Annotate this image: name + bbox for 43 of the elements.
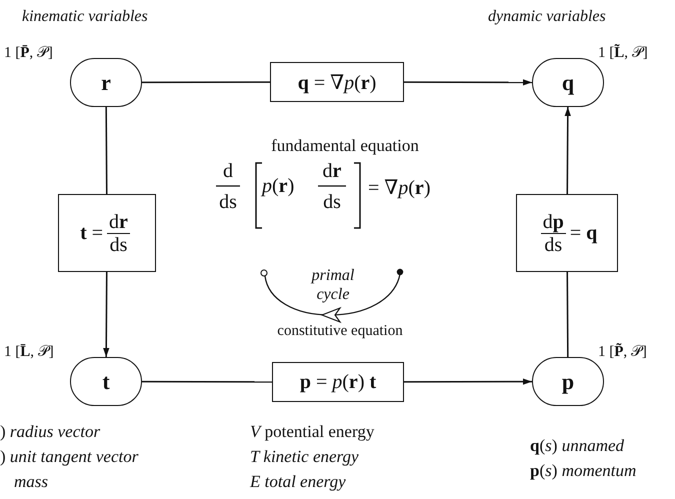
numerator: dp bbox=[540, 210, 566, 234]
denominator: ds bbox=[323, 191, 341, 214]
numerator: dr bbox=[322, 160, 342, 183]
variable-symbol: r bbox=[101, 70, 111, 96]
denominator: ds bbox=[110, 234, 128, 256]
equation-box bbox=[270, 62, 404, 102]
equation-text: q = ∇p(r) bbox=[298, 70, 376, 94]
legend-text: V potential energy bbox=[250, 422, 374, 442]
numerator: d bbox=[223, 160, 233, 183]
heading: dynamic variables bbox=[488, 8, 606, 26]
legend-text: ) radius vector bbox=[0, 422, 100, 442]
equation-caption: fundamental equation bbox=[271, 136, 419, 156]
connector-arrow bbox=[103, 272, 110, 357]
connector-arrow bbox=[404, 79, 532, 86]
legend-text: mass bbox=[14, 472, 48, 492]
equation-text: p(r) bbox=[262, 175, 294, 198]
variable-symbol: q bbox=[562, 70, 574, 96]
heading: kinematic variables bbox=[22, 8, 148, 26]
equation-text: p = p(r) t bbox=[300, 370, 376, 394]
legend-text: ) unit tangent vector bbox=[0, 447, 138, 467]
space-annotation: 1 [L̄, 𝒫] bbox=[4, 343, 54, 361]
denominator: ds bbox=[219, 191, 237, 214]
connector-arrow bbox=[404, 378, 532, 385]
variable-symbol: p bbox=[562, 368, 574, 394]
variable-symbol: t bbox=[102, 368, 110, 394]
denominator: ds bbox=[544, 234, 562, 256]
space-annotation: 1 [L̃, 𝒫] bbox=[598, 44, 648, 62]
equation-box bbox=[272, 362, 404, 402]
legend-text: T kinetic energy bbox=[250, 447, 359, 467]
space-annotation: 1 [P̃, 𝒫] bbox=[598, 343, 647, 361]
equation-text: = ∇p(r) bbox=[368, 176, 430, 200]
legend-text: E total energy bbox=[250, 472, 346, 492]
equation-caption: constitutive equation bbox=[277, 323, 403, 340]
numerator: dr bbox=[107, 210, 130, 234]
equation-box bbox=[58, 194, 156, 272]
equation-text: t = bbox=[80, 222, 104, 244]
equation-text: = q bbox=[570, 222, 598, 244]
equation-box bbox=[516, 194, 618, 272]
connector-arrow bbox=[564, 107, 571, 194]
space-annotation: 1 [P̄, 𝒫] bbox=[4, 44, 53, 62]
legend-text: p(s) momentum bbox=[530, 461, 636, 481]
cycle-label: primal cycle bbox=[310, 266, 356, 304]
legend-text: q(s) unnamed bbox=[530, 436, 624, 456]
